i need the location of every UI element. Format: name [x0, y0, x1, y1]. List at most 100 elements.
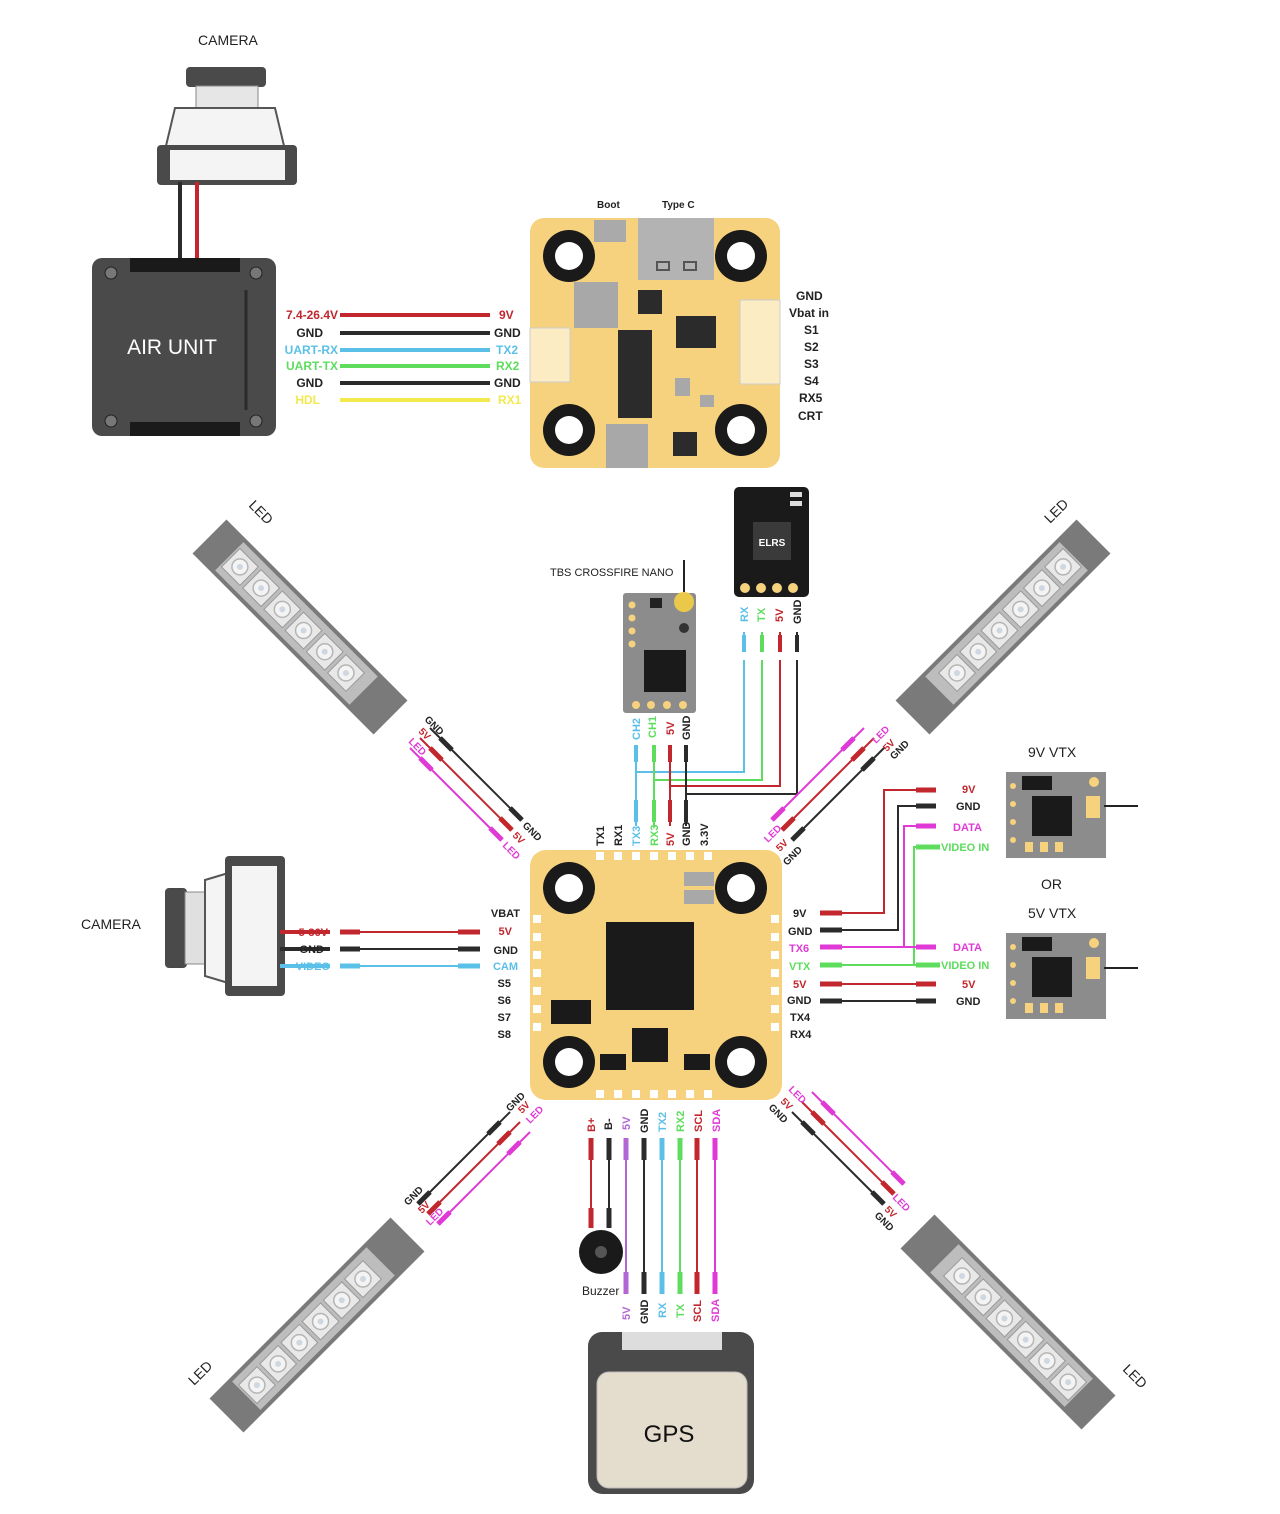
esc-pin-5: S4: [804, 374, 819, 388]
led-tr-fc-5v: 5V: [774, 837, 791, 854]
gps-pin-4: SCL: [692, 1300, 704, 1322]
fc-right-pin-3: VTX: [789, 961, 811, 973]
top-fc-board: Boot Type C GND Vbat in S1 S2 S3 S4 RX5 …: [529, 200, 829, 468]
left-camera-label: CAMERA: [81, 916, 142, 932]
led-strip-top-right: [895, 519, 1111, 735]
fc-top-pin-3v3: 3.3V: [699, 823, 711, 846]
gps-module: GPS: [588, 1332, 754, 1494]
fc-bottom-pin-7: SDA: [711, 1109, 723, 1132]
fc-top-pin-1: GND: [494, 326, 521, 340]
esc-pin-4: S3: [804, 357, 819, 371]
left-camera: CAMERA: [81, 856, 330, 996]
fc-left-pin-4: S5: [498, 978, 511, 990]
gps-pin-3: TX: [675, 1303, 687, 1318]
fc-bottom-pin-3: GND: [639, 1109, 651, 1134]
fc-top-pin-0: 9V: [499, 308, 514, 322]
fc-right-pin-1: GND: [788, 926, 813, 938]
air-pin-0: 7.4-26.4V: [286, 308, 338, 322]
led-label-tr: LED: [1041, 496, 1072, 527]
fc-bottom-pin-0: B+: [586, 1118, 598, 1132]
fc-top-pin-4: GND: [494, 376, 521, 390]
fc-right-pin-4: 5V: [793, 979, 807, 991]
vtx9-label: 9V VTX: [1028, 744, 1077, 760]
esc-pin-3: S2: [804, 340, 819, 354]
gps-pin-1: GND: [639, 1300, 651, 1325]
vtx5-pin-0: DATA: [953, 942, 982, 954]
vtx9-pin-2: DATA: [953, 822, 982, 834]
led-strip-bottom-right: [900, 1214, 1116, 1430]
vtx-wires: [820, 787, 940, 1004]
fc-top-pin-gnd: GND: [681, 822, 693, 847]
vtx5-label: 5V VTX: [1028, 905, 1077, 921]
tbs-pin-1: CH1: [647, 716, 659, 738]
air-unit: AIR UNIT: [92, 258, 276, 436]
esc-pin-2: S1: [804, 323, 819, 337]
elrs-pin-2: 5V: [774, 608, 786, 622]
fc-left-pin-7: S8: [498, 1029, 511, 1041]
led-wires: [409, 727, 906, 1226]
left-camera-wires: 5-36V GND VIDEO: [296, 927, 480, 973]
esc-pin-1: Vbat in: [789, 306, 829, 320]
air-pin-2: UART-RX: [285, 343, 338, 357]
led-strip-top-left: [192, 519, 408, 735]
fc-left-pin-2: GND: [494, 945, 519, 957]
led-strip-bottom-left: [209, 1217, 425, 1433]
led-label-bl: LED: [185, 1358, 216, 1389]
typec-label: Type C: [662, 200, 695, 211]
fc-right-pin-5: GND: [787, 995, 812, 1007]
buzzer-label: Buzzer: [582, 1284, 619, 1298]
air-pin-1: GND: [296, 326, 323, 340]
or-label: OR: [1041, 876, 1062, 892]
camera-pin-1: GND: [300, 944, 325, 956]
bottom-wires: [588, 1138, 718, 1294]
elrs-label: ELRS: [759, 538, 786, 549]
led-label-br: LED: [1120, 1361, 1151, 1392]
vtx-5v: 5V VTX: [1006, 905, 1138, 1019]
fc-top-pin-rx1: RX1: [613, 825, 625, 846]
fc-left-pin-1: 5V: [499, 926, 513, 938]
fc-top-pin-2: TX2: [496, 343, 518, 357]
fc-right-pin-6: TX4: [790, 1012, 811, 1024]
fc-bottom-pin-2: 5V: [621, 1116, 633, 1130]
buzzer: Buzzer: [579, 1230, 623, 1298]
fc-bottom-pin-4: TX2: [657, 1112, 669, 1132]
gps-label: GPS: [644, 1421, 695, 1448]
main-fc-board: TX1 RX1 TX3 RX3 5V GND 3.3V VBAT 5V GND …: [491, 822, 813, 1134]
vtx9-pin-1: GND: [956, 801, 981, 813]
fc-right-pin-0: 9V: [793, 908, 807, 920]
elrs-pin-0: RX: [739, 606, 751, 622]
esc-pin-7: CRT: [798, 409, 823, 423]
top-camera-label: CAMERA: [198, 32, 259, 48]
elrs-pin-1: TX: [756, 607, 768, 622]
elrs-receiver: ELRS RX TX 5V GND: [734, 487, 809, 624]
receiver-wires: [634, 632, 799, 826]
air-pin-5: HDL: [295, 393, 320, 407]
tbs-pin-0: CH2: [631, 718, 643, 740]
fc-left-pin-3: CAM: [493, 961, 518, 973]
vtx9-pin-3: VIDEO IN: [941, 842, 989, 854]
tbs-label: TBS CROSSFIRE NANO: [550, 567, 674, 579]
air-pin-3: UART-TX: [286, 359, 338, 373]
fc-right-pin-2: TX6: [789, 943, 809, 955]
vtx5-pin-2: 5V: [962, 979, 976, 991]
boot-label: Boot: [597, 200, 620, 211]
air-unit-label: AIR UNIT: [127, 336, 217, 359]
tbs-pin-3: GND: [681, 716, 693, 741]
fc-top-pin-rx3: RX3: [649, 825, 661, 846]
air-unit-wires: 7.4-26.4V GND UART-RX UART-TX GND HDL 9V…: [285, 308, 522, 407]
vtx5-pin-1: VIDEO IN: [941, 960, 989, 972]
esc-pin-0: GND: [796, 289, 823, 303]
led-label-tl: LED: [246, 497, 277, 528]
fc-bottom-pin-1: B-: [603, 1118, 615, 1130]
vtx-9v: 9V VTX: [1006, 744, 1138, 858]
air-pin-4: GND: [296, 376, 323, 390]
esc-pin-6: RX5: [799, 391, 823, 405]
fc-bottom-pin-5: RX2: [675, 1111, 687, 1132]
tbs-pin-2: 5V: [665, 721, 677, 735]
tbs-receiver: TBS CROSSFIRE NANO CH2 CH1 5V GND: [550, 560, 696, 740]
fc-bottom-pin-6: SCL: [693, 1110, 705, 1132]
camera-pin-0: 5-36V: [299, 927, 329, 939]
fc-top-pin-tx1: TX1: [595, 826, 607, 846]
gps-pin-5: SDA: [710, 1299, 722, 1322]
